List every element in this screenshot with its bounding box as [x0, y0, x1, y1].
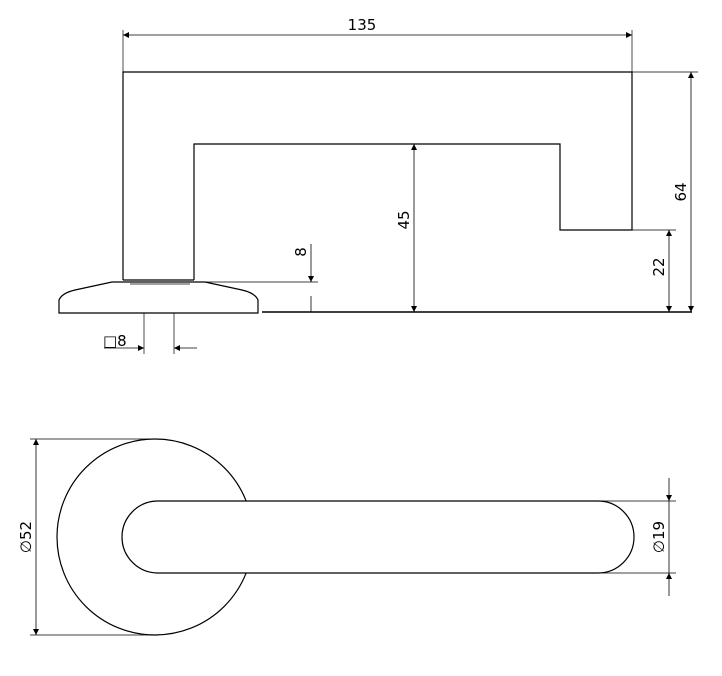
side-view: 135 64 22 45 8 □8 [58, 16, 698, 354]
lever-outline [122, 71, 633, 280]
dim-label-lever-end: 22 [650, 257, 668, 276]
dim-label-height: 64 [672, 182, 690, 201]
lever-mask [122, 501, 634, 573]
rose-base [58, 281, 259, 314]
dim-label-spindle: □8 [103, 332, 127, 350]
front-view: ∅52 ∅19 [17, 438, 676, 636]
dim-label-inner-height: 45 [395, 210, 413, 229]
dim-label-width: 135 [348, 16, 377, 34]
dim-label-rose-diameter: ∅52 [17, 521, 35, 553]
lever-body [121, 500, 635, 574]
dim-label-lever-diameter: ∅19 [650, 521, 668, 553]
dim-label-rose-thickness: 8 [292, 247, 310, 257]
